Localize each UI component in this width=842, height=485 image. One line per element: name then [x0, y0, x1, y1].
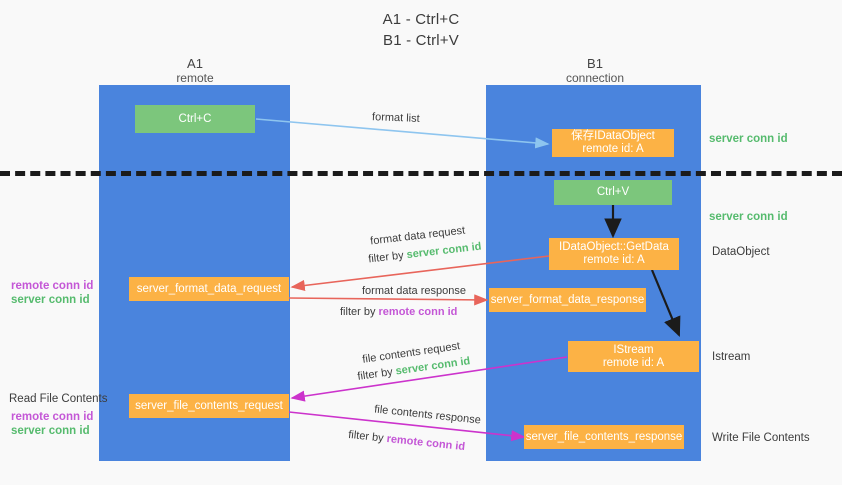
edge-filter-by-text-3: filter by — [356, 366, 394, 383]
edge-filter-by-text-4: filter by — [347, 428, 385, 445]
node-server-file-contents-response[interactable]: server_file_contents_response — [524, 425, 684, 449]
node-idataobject-getdata-line2: remote id: A — [583, 254, 645, 266]
node-server-format-data-request-label: server_format_data_request — [136, 282, 282, 295]
node-server-file-contents-response-label: server_file_contents_response — [525, 430, 683, 443]
label-remote-conn-id-1: remote conn id — [11, 280, 94, 292]
node-ctrl-c[interactable]: Ctrl+C — [135, 105, 255, 133]
column-header-b1-sub: connection — [565, 71, 625, 85]
label-read-file-contents: Read File Contents — [9, 393, 108, 405]
node-save-idataobject[interactable]: 保存IDataObject remote id: A — [552, 129, 674, 157]
node-ctrl-v-label: Ctrl+V — [596, 186, 630, 198]
node-server-format-data-request[interactable]: server_format_data_request — [129, 277, 289, 301]
label-istream: Istream — [712, 351, 751, 363]
node-server-format-data-response[interactable]: server_format_data_response — [489, 288, 646, 312]
column-header-b1: B1 connection — [540, 56, 650, 86]
edge-label-format-list: format list — [371, 111, 420, 125]
column-header-a1-name: A1 — [187, 56, 203, 71]
edge-label-file-contents-response-filter: filter by remote conn id — [348, 428, 466, 454]
edge-filter-by-text-2: filter by — [340, 306, 376, 318]
label-remote-conn-id-2: remote conn id — [11, 411, 94, 423]
edge-label-format-data-response: format data response — [362, 285, 466, 297]
node-server-format-data-response-label: server_format_data_response — [490, 293, 645, 306]
label-server-conn-id-1: server conn id — [709, 133, 788, 145]
node-save-idataobject-line2: remote id: A — [582, 143, 644, 155]
node-istream[interactable]: IStream remote id: A — [568, 341, 699, 372]
node-save-idataobject-line1: 保存IDataObject — [571, 130, 655, 142]
node-server-file-contents-request-label: server_file_contents_request — [135, 399, 283, 412]
column-header-a1-sub: remote — [176, 71, 214, 85]
column-header-b1-name: B1 — [587, 56, 603, 71]
label-server-conn-id-left-2: server conn id — [11, 425, 90, 437]
phase-divider-dashed-line — [0, 171, 842, 176]
node-ctrl-c-label: Ctrl+C — [178, 112, 212, 125]
edge-label-file-contents-response: file contents response — [373, 403, 482, 427]
node-istream-line1: IStream — [613, 343, 654, 356]
edge-remote-conn-id-1: remote conn id — [378, 306, 458, 318]
label-write-file-contents: Write File Contents — [712, 432, 810, 444]
node-ctrl-v[interactable]: Ctrl+V — [554, 180, 672, 205]
arrow-format-data-response — [287, 294, 489, 306]
edge-remote-conn-id-2: remote conn id — [386, 432, 466, 454]
edge-label-format-data-response-filter: filter by remote conn id — [340, 305, 457, 319]
title-line-1: A1 - Ctrl+C — [382, 11, 460, 28]
edge-server-conn-id-1: server conn id — [405, 240, 483, 262]
node-idataobject-getdata[interactable]: IDataObject::GetData remote id: A — [549, 238, 679, 270]
node-server-file-contents-request[interactable]: server_file_contents_request — [129, 394, 289, 418]
label-server-conn-id-left-1: server conn id — [11, 294, 90, 306]
column-header-a1: A1 remote — [140, 56, 250, 86]
title-line-2: B1 - Ctrl+V — [383, 32, 459, 49]
edge-filter-by-text-1: filter by — [367, 249, 405, 266]
label-dataobject: DataObject — [712, 246, 770, 258]
label-server-conn-id-2: server conn id — [709, 211, 788, 223]
node-istream-line2: remote id: A — [602, 356, 665, 369]
node-idataobject-getdata-line1: IDataObject::GetData — [559, 241, 669, 253]
